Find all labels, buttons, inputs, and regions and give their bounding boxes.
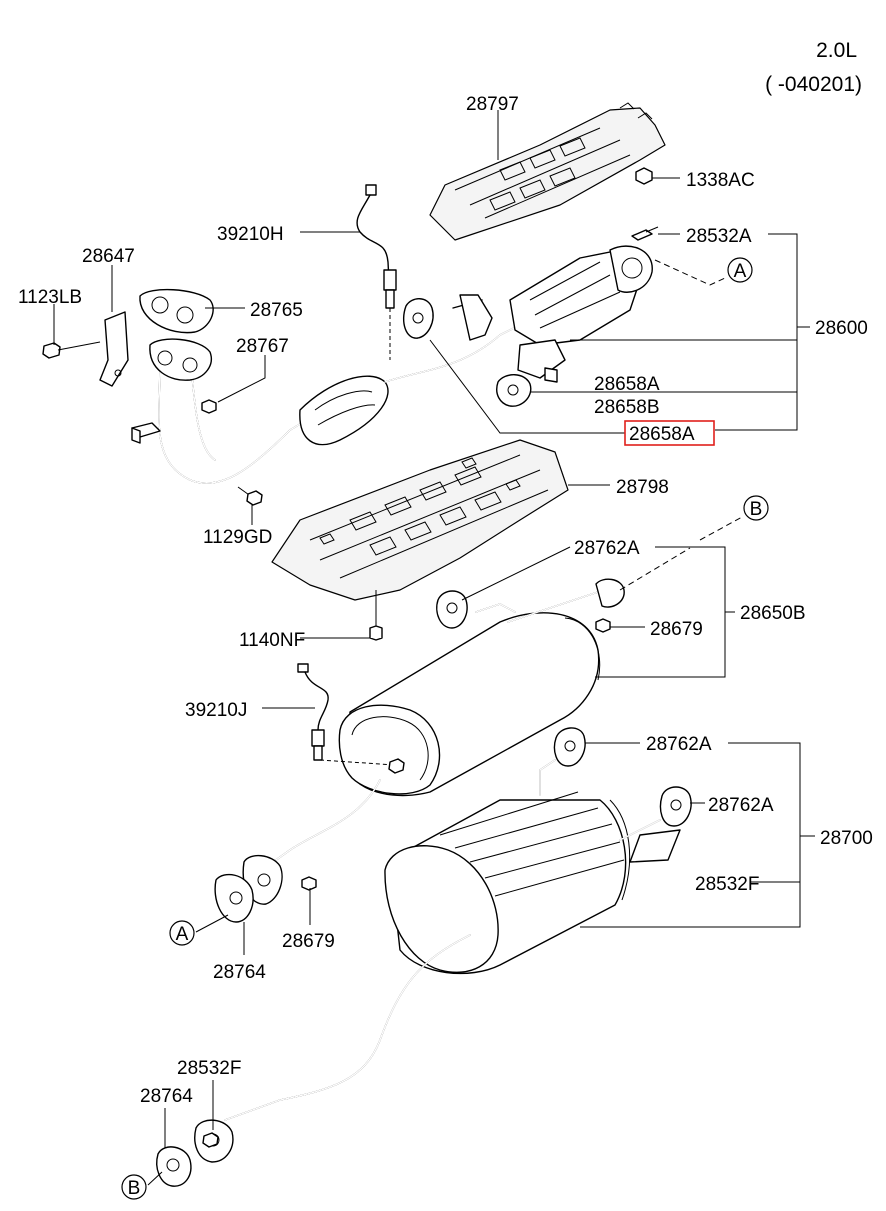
callout-1123lb[interactable]: 1123LB	[18, 287, 82, 308]
callout-1140nf[interactable]: 1140NF	[239, 630, 305, 651]
gasket-28764-upper[interactable]	[214, 873, 254, 923]
callout-1129gd[interactable]: 1129GD	[203, 527, 272, 548]
highlight-box	[624, 420, 715, 446]
callout-28700[interactable]: 28700	[820, 828, 873, 849]
leader-lines	[53, 110, 815, 1186]
rear-inlet-pipe[interactable]	[194, 934, 471, 1163]
callout-28658a-highlighted[interactable]: 28658A	[629, 424, 695, 445]
callout-1338ac[interactable]: 1338AC	[686, 170, 755, 191]
callout-28650b[interactable]: 28650B	[740, 603, 806, 624]
nut-28679-upper[interactable]	[595, 618, 611, 633]
callout-28762a-rear-1[interactable]: 28762A	[646, 734, 712, 755]
callout-28764-upper[interactable]: 28764	[213, 962, 266, 983]
callout-28764-lower[interactable]: 28764	[140, 1086, 193, 1107]
callout-28798[interactable]: 28798	[616, 477, 669, 498]
callout-39210h[interactable]: 39210H	[217, 224, 284, 245]
marker-b-top: B	[743, 495, 769, 521]
bolt-1129gd[interactable]	[237, 486, 263, 506]
hanger-rubber-28658[interactable]	[496, 374, 532, 407]
hanger-rubber-28658a[interactable]	[402, 298, 434, 339]
hanger-28762a-rear-1[interactable]	[553, 727, 586, 767]
nut-28679-lower[interactable]	[301, 876, 317, 891]
front-exhaust-pipe[interactable]	[149, 324, 521, 484]
svg-text:B: B	[128, 1178, 141, 1199]
marker-b-bottom: B	[121, 1174, 147, 1200]
callout-28679-upper[interactable]: 28679	[650, 619, 703, 640]
callout-28600[interactable]: 28600	[815, 318, 868, 339]
bracket-28647[interactable]	[99, 311, 129, 387]
nut-1338ac[interactable]	[635, 167, 653, 185]
svg-text:B: B	[750, 499, 763, 520]
bolt-1123lb[interactable]	[42, 341, 101, 359]
hanger-28762a-rear-2[interactable]	[659, 786, 692, 827]
hanger-28762a-center[interactable]	[436, 590, 468, 629]
heat-shield-lower[interactable]	[271, 439, 569, 601]
callout-28679-lower[interactable]: 28679	[282, 931, 335, 952]
svg-text:A: A	[734, 261, 747, 282]
callout-39210j[interactable]: 39210J	[185, 700, 247, 721]
callout-28767[interactable]: 28767	[236, 336, 289, 357]
marker-a-bottom: A	[169, 920, 195, 946]
marker-a-top: A	[727, 257, 753, 283]
callout-28658a[interactable]: 28658A	[594, 374, 660, 395]
heat-shield-upper[interactable]	[429, 102, 666, 241]
callout-28532f-upper[interactable]: 28532F	[695, 874, 759, 895]
catalytic-converter[interactable]	[452, 245, 653, 383]
gasket-28765[interactable]	[139, 288, 214, 334]
bolt-28532a[interactable]	[631, 226, 659, 241]
callout-28797[interactable]: 28797	[466, 94, 519, 115]
date-range-label: ( -040201)	[765, 73, 862, 96]
engine-label: 2.0L	[816, 39, 857, 62]
callout-28762a-rear-2[interactable]: 28762A	[708, 795, 774, 816]
svg-text:A: A	[176, 924, 189, 945]
callout-28532f-lower[interactable]: 28532F	[177, 1058, 241, 1079]
bolt-1140nf[interactable]	[369, 590, 383, 641]
callout-28765[interactable]: 28765	[250, 300, 303, 321]
center-muffler[interactable]	[338, 578, 625, 797]
callout-28532a[interactable]: 28532A	[686, 226, 752, 247]
callout-labels: 28797 1338AC 39210H 28532A 28647 1123LB …	[18, 94, 873, 1107]
manifold-clamp[interactable]	[131, 422, 161, 444]
oxygen-sensor-upper[interactable]	[356, 184, 397, 360]
nut-28767[interactable]	[201, 399, 217, 414]
callout-28658b[interactable]: 28658B	[594, 397, 660, 418]
oxygen-sensor-lower[interactable]	[297, 663, 405, 774]
callout-28762a-center[interactable]: 28762A	[574, 538, 640, 559]
callout-28647[interactable]: 28647	[82, 246, 135, 267]
gasket-28764-lower[interactable]	[156, 1146, 192, 1187]
